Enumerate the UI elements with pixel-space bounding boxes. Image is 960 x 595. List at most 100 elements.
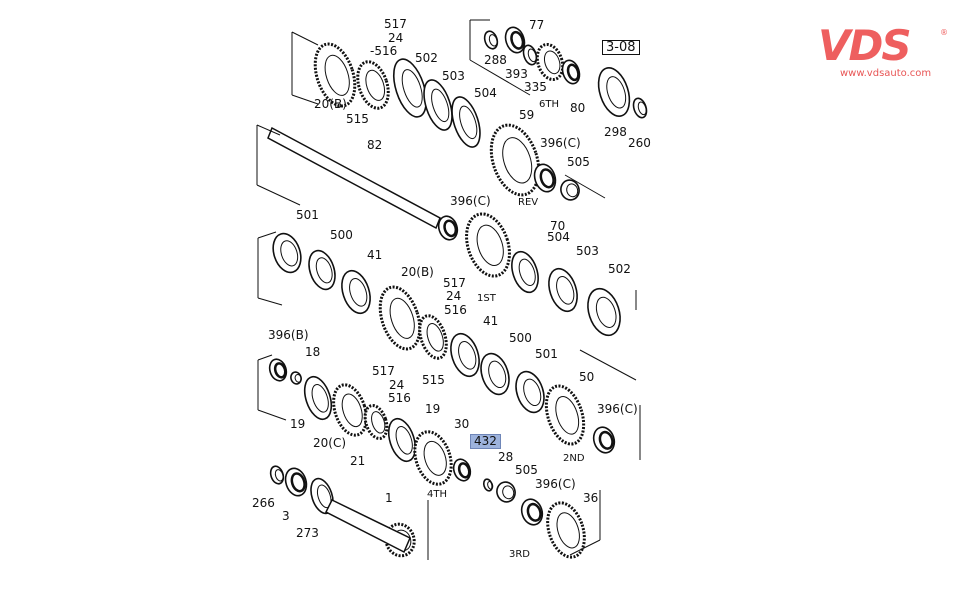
part-20 xyxy=(378,285,422,351)
part-label-505: 505 xyxy=(567,155,590,169)
part-label-24: 24 xyxy=(389,378,405,392)
part-32 xyxy=(303,375,333,421)
part-label-432[interactable]: 432 xyxy=(470,434,501,449)
part-33 xyxy=(332,383,368,437)
frame-line-4 xyxy=(257,231,277,239)
frame-line-11 xyxy=(564,174,606,199)
part-label-1: 1 xyxy=(385,491,393,505)
part-22 xyxy=(511,250,539,294)
part-bore-35 xyxy=(395,426,413,455)
part-label-266: 266 xyxy=(252,496,275,510)
vds-logo: VDS ® www.vdsauto.com xyxy=(818,21,948,80)
part-label-393: 393 xyxy=(505,67,528,81)
part-label-80: 80 xyxy=(570,101,586,115)
part-bore-33 xyxy=(341,393,363,428)
part-label-504: 504 xyxy=(547,230,570,244)
part-bore-12 xyxy=(502,137,533,184)
part-label-2nd: 2ND xyxy=(563,453,585,464)
part-28 xyxy=(544,384,586,446)
part-bore-38 xyxy=(487,481,494,490)
part-bore-37 xyxy=(457,462,471,479)
part-label-6th: 6TH xyxy=(539,99,559,110)
logo-registered: ® xyxy=(940,28,948,37)
part-bore-8 xyxy=(543,50,561,75)
part-label-517: 517 xyxy=(372,364,395,378)
part-label-1st: 1ST xyxy=(477,293,496,304)
part-bore-23 xyxy=(556,276,575,305)
part-label-502: 502 xyxy=(608,262,631,276)
part-0 xyxy=(313,42,357,108)
part-bore-6 xyxy=(510,30,525,50)
part-19 xyxy=(341,269,371,315)
part-27 xyxy=(515,370,545,414)
part-bore-17 xyxy=(280,240,299,267)
input-shaft xyxy=(324,499,411,554)
part-bore-21 xyxy=(426,323,444,352)
part-label-77: 77 xyxy=(529,18,545,32)
part-label-298: 298 xyxy=(604,125,627,139)
part-label-504: 504 xyxy=(474,86,497,100)
part-label-500: 500 xyxy=(509,331,532,345)
part-label-rev: REV xyxy=(518,197,539,208)
part-label-516: 516 xyxy=(444,303,467,317)
part-bore-19 xyxy=(349,278,368,307)
part-bore-28 xyxy=(555,396,580,435)
part-label-28: 28 xyxy=(498,450,514,464)
part-1 xyxy=(356,60,390,110)
part-label-3: 3 xyxy=(282,509,290,523)
frame-line-3 xyxy=(256,184,301,206)
part-label-505: 505 xyxy=(515,463,538,477)
part-bore-27 xyxy=(523,378,542,407)
part-label-515: 515 xyxy=(422,373,445,387)
part-43 xyxy=(284,467,308,497)
part-bore-15 xyxy=(443,219,458,238)
frame-line-12 xyxy=(569,539,601,556)
part-3 xyxy=(423,79,453,131)
part-label-517: 517 xyxy=(443,276,466,290)
part-bore-43 xyxy=(290,472,306,493)
part-bore-16 xyxy=(476,224,504,266)
part-label-273: 273 xyxy=(296,526,319,540)
part-bore-32 xyxy=(311,384,329,413)
part-bore-20 xyxy=(389,297,415,339)
part-label-20c: 20(C) xyxy=(313,436,347,450)
frame-line-1 xyxy=(291,94,319,105)
part-label-396c: 396(C) xyxy=(540,136,581,150)
part-2 xyxy=(392,58,428,118)
part-bore-10 xyxy=(606,76,627,109)
part-25 xyxy=(450,332,480,378)
part-label-501: 501 xyxy=(535,347,558,361)
part-bore-42 xyxy=(274,469,284,482)
part-bore-36 xyxy=(423,440,447,476)
part-bore-4 xyxy=(459,105,478,140)
frame-line-9 xyxy=(469,59,531,96)
part-label-70: 70 xyxy=(550,219,566,233)
part-label-4th: 4TH xyxy=(427,489,447,500)
part-label-24: 24 xyxy=(446,289,462,303)
part-bore-5 xyxy=(488,34,498,47)
part-label-24: 24 xyxy=(388,31,404,45)
part-label-308: 3-08 xyxy=(602,40,640,55)
part-bore-0 xyxy=(324,54,350,96)
part-label-500: 500 xyxy=(330,228,353,242)
part-bore-14 xyxy=(566,183,579,198)
logo-url: www.vdsauto.com xyxy=(840,68,932,79)
part-label-516: 516 xyxy=(388,391,411,405)
part-17 xyxy=(272,232,302,274)
part-label-396c: 396(C) xyxy=(535,477,576,491)
part-16 xyxy=(465,212,511,278)
part-bore-11 xyxy=(637,101,647,116)
part-label-516: -516 xyxy=(370,44,398,58)
part-21 xyxy=(418,314,448,360)
part-31 xyxy=(290,371,302,385)
part-label-36: 36 xyxy=(583,491,599,505)
part-24 xyxy=(587,287,621,337)
part-bore-26 xyxy=(488,360,507,389)
logo-mark: VDS xyxy=(818,21,912,70)
part-label-59: 59 xyxy=(519,108,535,122)
part-label-288: 288 xyxy=(484,53,507,67)
part-12 xyxy=(489,123,541,197)
frame-line-2 xyxy=(256,124,281,136)
